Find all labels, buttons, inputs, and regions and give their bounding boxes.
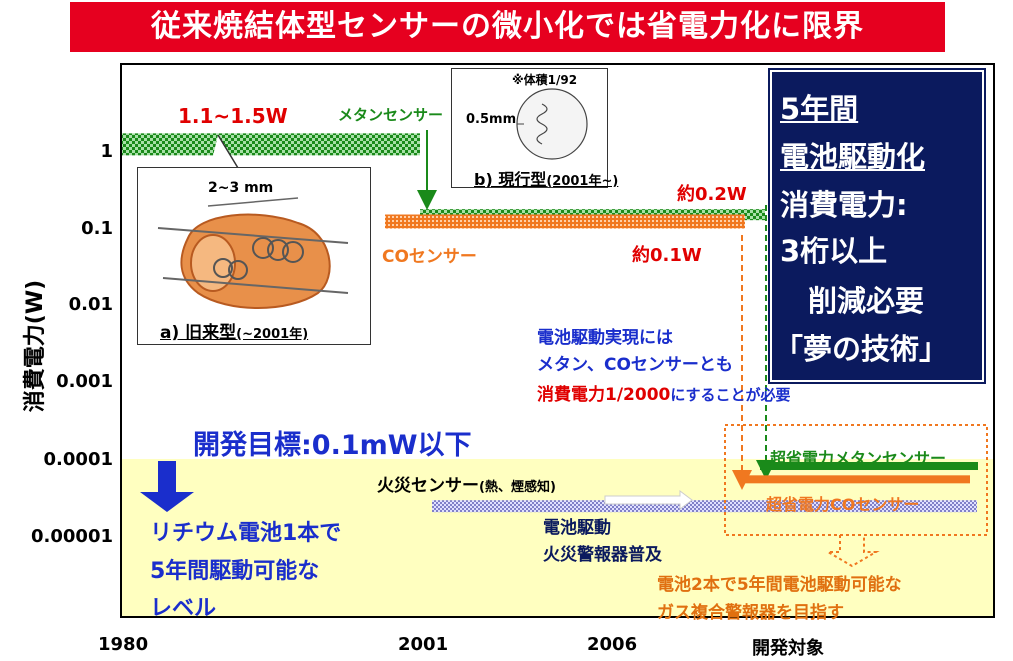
- requirement-connector: にすることが: [670, 386, 761, 404]
- old-sensor-caption: a) 旧来型(~2001年): [160, 318, 308, 343]
- note-box: [770, 70, 984, 382]
- note-line-4: 3桁以上: [780, 234, 888, 268]
- bottom-goal-line-1: 電池2本で5年間電池駆動可能な: [657, 575, 902, 595]
- lithium-line-2: 5年間駆動可能な: [150, 559, 320, 584]
- requirement-line-1: 電池駆動実現には: [537, 328, 673, 348]
- y-tick-0.0001: 0.0001: [43, 449, 113, 470]
- goal-down-arrow: [140, 461, 194, 512]
- note-line-1: 5年間: [780, 92, 859, 126]
- co-sensor-label: COセンサー: [382, 247, 477, 267]
- approx-0.2w-label: 約0.2W: [677, 184, 747, 205]
- title-bar: [70, 2, 945, 52]
- lithium-line-1: リチウム電池1本で: [150, 521, 342, 546]
- x-tick-2006: 2006: [587, 634, 638, 655]
- inset-old-sensor: 2~3 mm a) 旧来型(~2001年): [137, 167, 371, 345]
- goal-band: [121, 459, 993, 616]
- y-tick-0.1: 0.1: [81, 218, 113, 239]
- old-sensor-illustration: [157, 197, 349, 309]
- inset-current-sensor: ※体積1/92 0.5mm b) 現行型(2001年~): [451, 68, 618, 189]
- requirement-power: 消費電力1/2000: [537, 385, 671, 405]
- bottom-goal-line-2: ガス複合警報器を目指す: [657, 603, 844, 623]
- fire-sensor-band: [432, 500, 977, 513]
- current-sensor-volume: ※体積1/92: [512, 73, 578, 87]
- current-sensor-caption-sub: (2001年~): [546, 174, 619, 189]
- current-sensor-caption: b) 現行型(2001年~): [474, 166, 618, 190]
- fire-sensor-label: 火災センサー(熱、煙感知): [377, 471, 556, 496]
- current-sensor-dimension: 0.5mm: [466, 112, 517, 127]
- methane-sensor-label: メタンセンサー: [338, 106, 444, 124]
- x-tick-2001: 2001: [398, 634, 449, 655]
- co-band: [385, 214, 745, 229]
- goal-label: 開発目標:0.1mW以下: [193, 430, 472, 461]
- old-sensor-dimension: 2~3 mm: [208, 180, 274, 196]
- fire-sensor-arrow: [604, 490, 693, 510]
- old-power-label: 1.1~1.5W: [178, 104, 288, 128]
- y-tick-1: 1: [100, 141, 113, 162]
- ultra-methane-bar: [760, 462, 978, 471]
- lithium-line-3: レベル: [150, 596, 217, 621]
- note-line-6: 「夢の技術」: [774, 332, 949, 366]
- fire-spread-line-1: 電池駆動: [543, 518, 611, 538]
- ultra-methane-label: 超省電力メタンセンサー: [770, 449, 947, 468]
- plot-frame: [120, 63, 995, 618]
- current-sensor-caption-main: b) 現行型: [474, 170, 547, 189]
- y-tick-0.00001: 0.00001: [31, 526, 113, 547]
- x-tick-target: 開発対象: [752, 638, 824, 659]
- fire-sensor-main: 火災センサー: [377, 476, 479, 496]
- requirement-line-3: 消費電力1/2000にすることが必要: [537, 380, 791, 405]
- old-sensor-caption-main: a) 旧来型: [160, 323, 237, 343]
- requirement-line-2: メタン、COセンサーとも: [537, 355, 733, 375]
- note-line-2: 電池駆動化: [780, 140, 926, 174]
- x-tick-1980: 1980: [98, 634, 149, 655]
- approx-0.1w-label: 約0.1W: [632, 245, 702, 266]
- fire-sensor-sub: (熱、煙感知): [479, 480, 556, 495]
- note-line-5: 削減必要: [808, 284, 925, 318]
- ultra-co-bar: [745, 475, 970, 484]
- ultra-co-label: 超省電力COセンサー: [766, 495, 920, 514]
- note-line-3: 消費電力:: [780, 188, 908, 222]
- old-sensor-caption-sub: (~2001年): [236, 327, 309, 342]
- methane-old-band: [122, 133, 420, 156]
- y-tick-0.001: 0.001: [56, 371, 113, 392]
- fire-spread-line-2: 火災警報器普及: [543, 545, 662, 565]
- chart-title: 従来焼結体型センサーの微小化では省電力化に限界: [151, 9, 864, 44]
- target-box-arrow: [824, 535, 880, 568]
- requirement-must: 必要: [760, 386, 791, 404]
- y-tick-0.01: 0.01: [68, 294, 113, 315]
- current-sensor-illustration: [516, 88, 588, 160]
